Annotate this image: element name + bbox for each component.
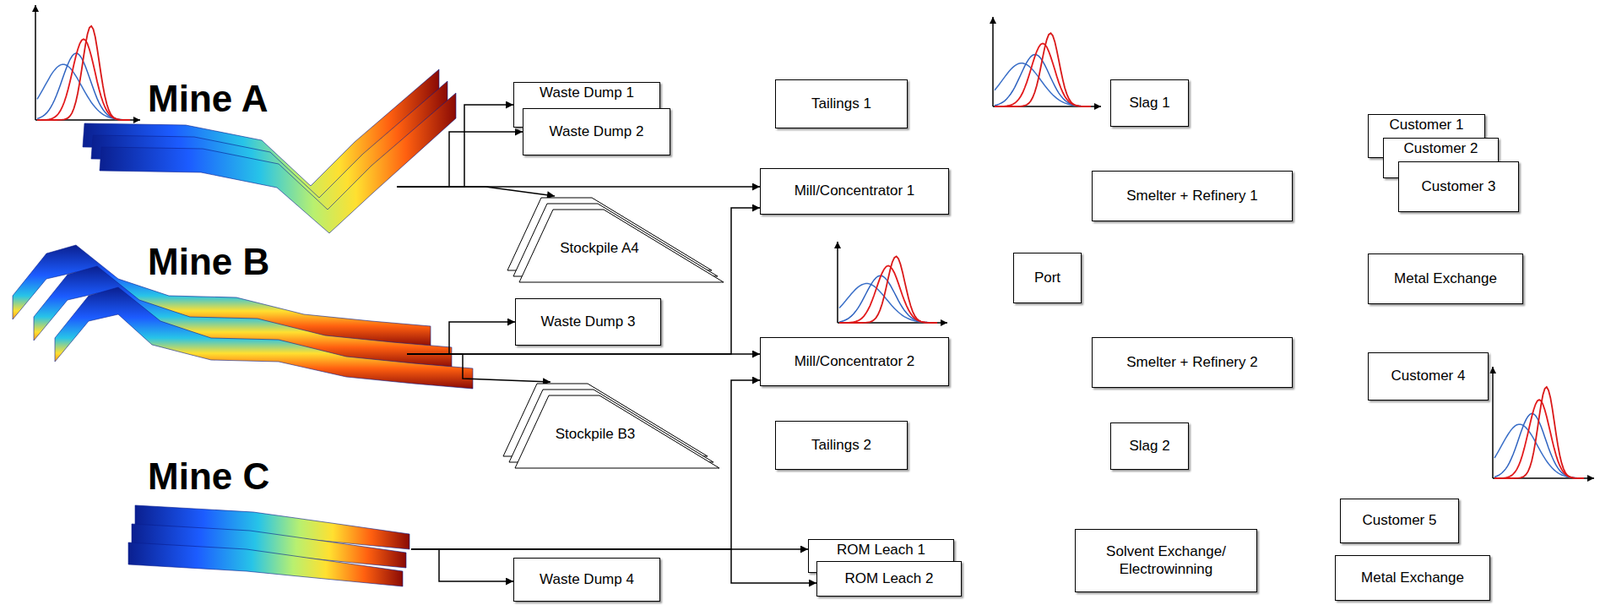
process-box: ROM Leach 2 bbox=[816, 560, 962, 597]
mine-label: Mine C bbox=[147, 455, 270, 497]
box-label: Port bbox=[1034, 269, 1061, 287]
box-label: Metal Exchange bbox=[1361, 569, 1465, 586]
mine-label: Mine B bbox=[147, 241, 270, 283]
process-box: Customer 5 bbox=[1339, 498, 1459, 543]
process-box: Tailings 1 bbox=[775, 79, 908, 129]
process-box: Smelter + Refinery 1 bbox=[1091, 170, 1293, 222]
process-box: Metal Exchange bbox=[1334, 554, 1491, 601]
distribution-curve bbox=[839, 283, 938, 323]
process-box: Slag 2 bbox=[1110, 422, 1189, 470]
box-label: Mill/Concentrator 2 bbox=[794, 352, 916, 370]
process-box: Waste Dump 2 bbox=[522, 108, 671, 156]
stockpile-layer bbox=[515, 395, 720, 468]
process-box: Customer 3 bbox=[1398, 161, 1519, 212]
stockpile-outline bbox=[498, 371, 722, 470]
process-box: Customer 4 bbox=[1367, 352, 1489, 401]
distribution-curve bbox=[37, 53, 131, 120]
box-label: Customer 4 bbox=[1391, 367, 1466, 385]
distribution-chart bbox=[837, 241, 948, 323]
distribution-curve bbox=[37, 38, 131, 120]
mine-a-model bbox=[82, 69, 456, 234]
box-label: ROM Leach 1 bbox=[836, 541, 926, 559]
chart-axis bbox=[34, 5, 37, 120]
box-label: Customer 1 bbox=[1389, 116, 1465, 134]
distribution-chart bbox=[992, 16, 1102, 107]
distribution-chart bbox=[1492, 366, 1595, 478]
process-box: Waste Dump 3 bbox=[515, 298, 662, 346]
distribution-curve bbox=[994, 54, 1091, 108]
box-label: Waste Dump 1 bbox=[539, 84, 635, 102]
ore-layer bbox=[128, 542, 403, 586]
distribution-curve bbox=[1494, 386, 1584, 478]
process-box: Mill/Concentrator 1 bbox=[759, 168, 950, 215]
flow-arrow bbox=[396, 131, 523, 187]
box-label: ROM Leach 2 bbox=[845, 569, 934, 587]
distribution-curve bbox=[1494, 423, 1584, 478]
chart-axis bbox=[836, 241, 839, 323]
chart-axis bbox=[1491, 366, 1494, 478]
distribution-curve bbox=[994, 63, 1091, 107]
box-label: Waste Dump 2 bbox=[549, 123, 645, 141]
box-label: Stockpile B3 bbox=[531, 425, 659, 443]
process-box: Waste Dump 4 bbox=[513, 557, 661, 602]
box-label: Customer 2 bbox=[1404, 140, 1479, 158]
box-label: Customer 3 bbox=[1421, 178, 1497, 196]
process-box: Smelter + Refinery 2 bbox=[1091, 336, 1293, 388]
flow-arrow bbox=[406, 353, 551, 382]
stockpile-layer bbox=[519, 209, 724, 283]
box-label: Mill/Concentrator 1 bbox=[794, 182, 916, 200]
box-label: Customer 5 bbox=[1362, 511, 1438, 529]
distribution-curve bbox=[1494, 399, 1584, 478]
chart-axis bbox=[992, 16, 994, 107]
distribution-curve bbox=[994, 43, 1091, 107]
stockpile-shape: Stockpile A4 bbox=[502, 185, 726, 284]
distribution-curve bbox=[37, 64, 131, 120]
distribution-curve bbox=[839, 265, 938, 323]
mine-c-model bbox=[128, 504, 410, 586]
process-box: Metal Exchange bbox=[1367, 253, 1524, 304]
process-box: Mill/Concentrator 2 bbox=[759, 336, 950, 386]
box-label: Smelter + Refinery 2 bbox=[1126, 353, 1258, 371]
flow-arrow bbox=[411, 379, 760, 549]
mine-area: Mine C bbox=[132, 455, 412, 592]
flow-arrow bbox=[406, 207, 760, 354]
box-label: Tailings 2 bbox=[811, 436, 872, 454]
box-label: Tailings 1 bbox=[811, 95, 872, 113]
flow-arrow bbox=[411, 548, 514, 581]
distribution-curve bbox=[839, 256, 938, 324]
process-box: Port bbox=[1013, 252, 1082, 304]
process-box: Solvent Exchange/ Electrowinning bbox=[1074, 528, 1258, 592]
box-label: Waste Dump 4 bbox=[539, 570, 635, 588]
flow-arrow bbox=[396, 104, 514, 187]
box-label: Metal Exchange bbox=[1393, 270, 1497, 288]
box-label: Stockpile A4 bbox=[536, 239, 663, 257]
box-label: Slag 1 bbox=[1128, 94, 1170, 112]
mine-area: Mine B bbox=[10, 239, 407, 392]
mine-label: Mine A bbox=[147, 78, 269, 120]
process-box: Slag 1 bbox=[1110, 79, 1189, 127]
stockpile-outline bbox=[502, 185, 726, 284]
ore-layer bbox=[54, 287, 473, 389]
stockpile-shape: Stockpile B3 bbox=[498, 371, 722, 470]
distribution-chart bbox=[35, 5, 141, 120]
process-box: Tailings 2 bbox=[775, 420, 908, 470]
flow-arrow bbox=[406, 321, 516, 354]
distribution-curve bbox=[37, 26, 131, 120]
flow-arrow bbox=[396, 186, 555, 196]
distribution-curve bbox=[994, 32, 1091, 107]
box-label: Slag 2 bbox=[1128, 437, 1170, 455]
mine-area: Mine A bbox=[71, 71, 397, 199]
distribution-charts bbox=[35, 5, 1595, 478]
box-label: Smelter + Refinery 1 bbox=[1126, 187, 1258, 205]
distribution-curve bbox=[839, 275, 938, 323]
box-label: Waste Dump 3 bbox=[541, 313, 636, 331]
box-label: Solvent Exchange/ Electrowinning bbox=[1080, 542, 1252, 578]
distribution-curve bbox=[1494, 412, 1584, 478]
